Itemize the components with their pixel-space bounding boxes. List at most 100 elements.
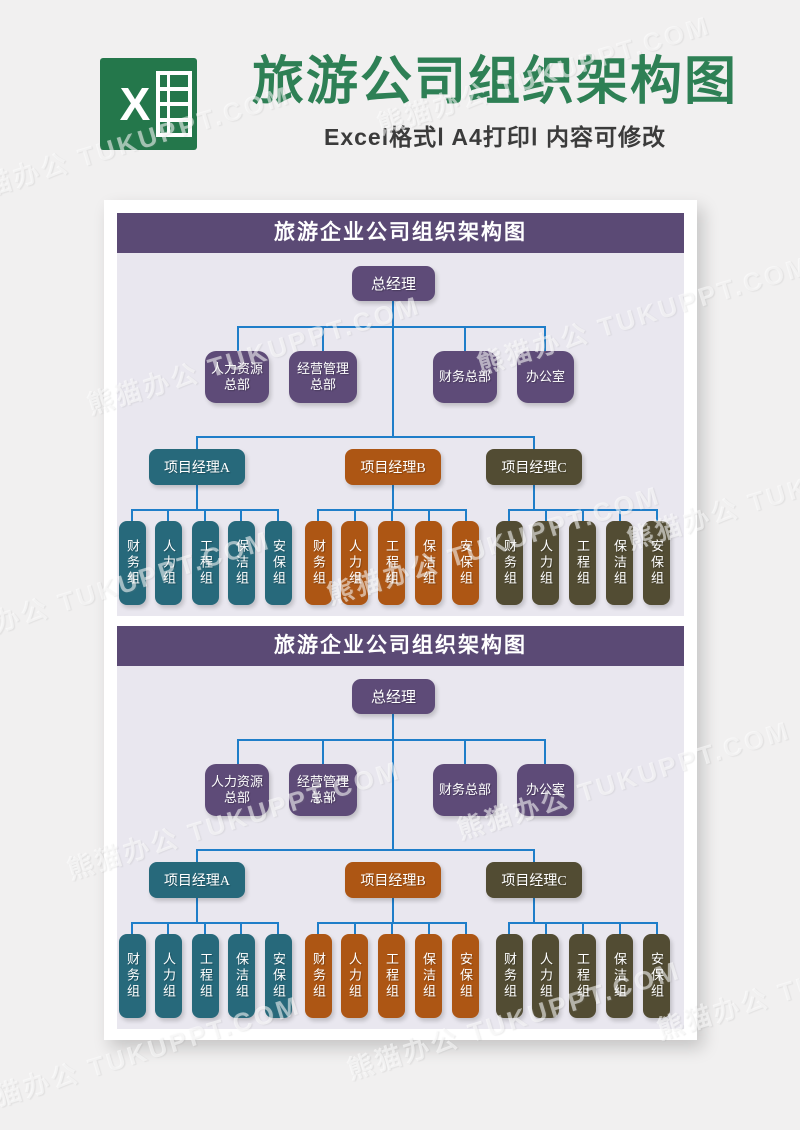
connector-line [533,898,535,922]
connector-line [167,922,169,934]
connector-line [619,509,621,521]
connector-line [533,849,535,862]
node-project-manager-b: 项目经理B [345,449,441,485]
org-chart-1: 旅游企业公司组织架构图 [117,213,684,616]
spreadsheet-row [160,90,188,102]
node-project-manager-a: 项目经理A [149,449,245,485]
connector-line [545,922,547,934]
node-team-engineering: 工程组 [569,521,596,605]
node-team-engineering: 工程组 [192,934,219,1018]
node-team-security: 安保组 [643,934,670,1018]
node-team-cleaning: 保洁组 [415,934,442,1018]
node-office: 办公室 [517,351,574,403]
connector-line [354,509,356,521]
node-team-hr: 人力组 [341,521,368,605]
connector-line [317,922,319,934]
header: 旅游公司组织架构图 Excel格式Ⅰ A4打印Ⅰ 内容可修改 [205,53,785,152]
node-team-hr: 人力组 [155,521,182,605]
connector-line [533,485,535,509]
node-team-hr: 人力组 [532,521,559,605]
connector-line [619,922,621,934]
excel-x-letter: X [119,78,151,130]
connector-line [533,436,535,449]
connector-line [196,485,198,509]
node-team-hr: 人力组 [532,934,559,1018]
node-label: 人力资源 [210,360,263,376]
connector-line [465,922,467,934]
node-team-hr: 人力组 [341,934,368,1018]
node-team-finance: 财务组 [119,521,146,605]
node-general-manager: 总经理 [352,266,435,301]
node-team-cleaning: 保洁组 [228,934,255,1018]
connector-line [391,922,393,934]
node-project-manager-c: 项目经理C [486,449,582,485]
connector-line [237,326,239,351]
node-label: 总部 [223,790,250,805]
connector-line [582,509,584,521]
node-hr-headquarters: 人力资源 总部 [205,351,269,403]
node-team-security: 安保组 [452,521,479,605]
node-team-security: 安保组 [452,934,479,1018]
connector-line [131,509,133,521]
node-team-hr: 人力组 [155,934,182,1018]
node-finance-headquarters: 财务总部 [433,351,497,403]
node-label: 经营管理 [296,773,349,789]
node-label: 总部 [223,377,250,392]
connector-line [238,326,546,328]
excel-spreadsheet-icon [156,71,192,137]
connector-line [392,485,394,509]
connector-line [204,922,206,934]
chart-canvas: 总经理 人力资源 总部 经营管理 总部 财务总部 办公室 项目经理A 项目经理B… [117,253,684,616]
node-project-manager-c: 项目经理C [486,862,582,898]
connector-line [238,739,546,741]
connector-line [465,509,467,521]
node-hr-headquarters: 人力资源 总部 [205,764,269,816]
node-team-security: 安保组 [265,934,292,1018]
connector-line [582,922,584,934]
connector-line [322,326,324,351]
connector-line [428,509,430,521]
connector-line [508,922,510,934]
connector-line [240,922,242,934]
connector-line [544,739,546,764]
node-team-engineering: 工程组 [569,934,596,1018]
node-team-finance: 财务组 [496,521,523,605]
connector-line [196,436,198,449]
page-title: 旅游公司组织架构图 [251,53,738,111]
connector-line [204,509,206,521]
connector-line [277,509,279,521]
node-team-security: 安保组 [265,521,292,605]
excel-logo-icon: X [100,58,197,150]
org-chart-2: 旅游企业公司组织架构图 [117,626,684,1029]
node-team-finance: 财务组 [119,934,146,1018]
node-label: 总部 [309,377,336,392]
node-team-finance: 财务组 [305,934,332,1018]
node-operations-headquarters: 经营管理 总部 [289,351,357,403]
connector-line [237,739,239,764]
connector-line [317,509,319,521]
spreadsheet-row [160,106,188,118]
connector-line [392,714,394,849]
connector-line [197,436,534,438]
connector-line [277,922,279,934]
node-team-cleaning: 保洁组 [228,521,255,605]
node-team-finance: 财务组 [496,934,523,1018]
node-label: 总部 [309,790,336,805]
chart-title-bar: 旅游企业公司组织架构图 [117,626,684,666]
connector-line [428,922,430,934]
spreadsheet-row [160,121,188,133]
connector-line [322,739,324,764]
node-team-finance: 财务组 [305,521,332,605]
connector-line [196,849,198,862]
spreadsheet-row [160,75,188,87]
node-team-engineering: 工程组 [378,521,405,605]
node-project-manager-a: 项目经理A [149,862,245,898]
chart-title-bar: 旅游企业公司组织架构图 [117,213,684,253]
connector-line [131,922,133,934]
node-office: 办公室 [517,764,574,816]
connector-line [464,739,466,764]
connector-line [196,898,198,922]
template-preview-card: 旅游企业公司组织架构图 [104,200,697,1040]
connector-line [391,509,393,521]
node-team-engineering: 工程组 [192,521,219,605]
